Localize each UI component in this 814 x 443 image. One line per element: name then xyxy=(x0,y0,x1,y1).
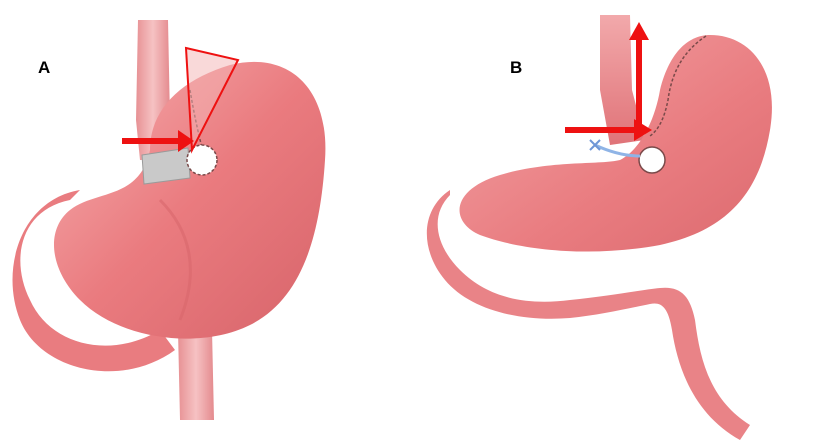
stomach-illustration-a xyxy=(0,0,410,443)
panel-label-b: B xyxy=(506,56,526,80)
jejunum-a xyxy=(178,330,214,420)
gastric-band xyxy=(142,148,190,184)
panel-b: B xyxy=(410,0,814,443)
panel-a: A xyxy=(0,0,410,443)
panel-label-a: A xyxy=(34,56,54,80)
anastomosis-opening-b xyxy=(639,147,665,173)
stomach-illustration-b xyxy=(410,0,814,443)
